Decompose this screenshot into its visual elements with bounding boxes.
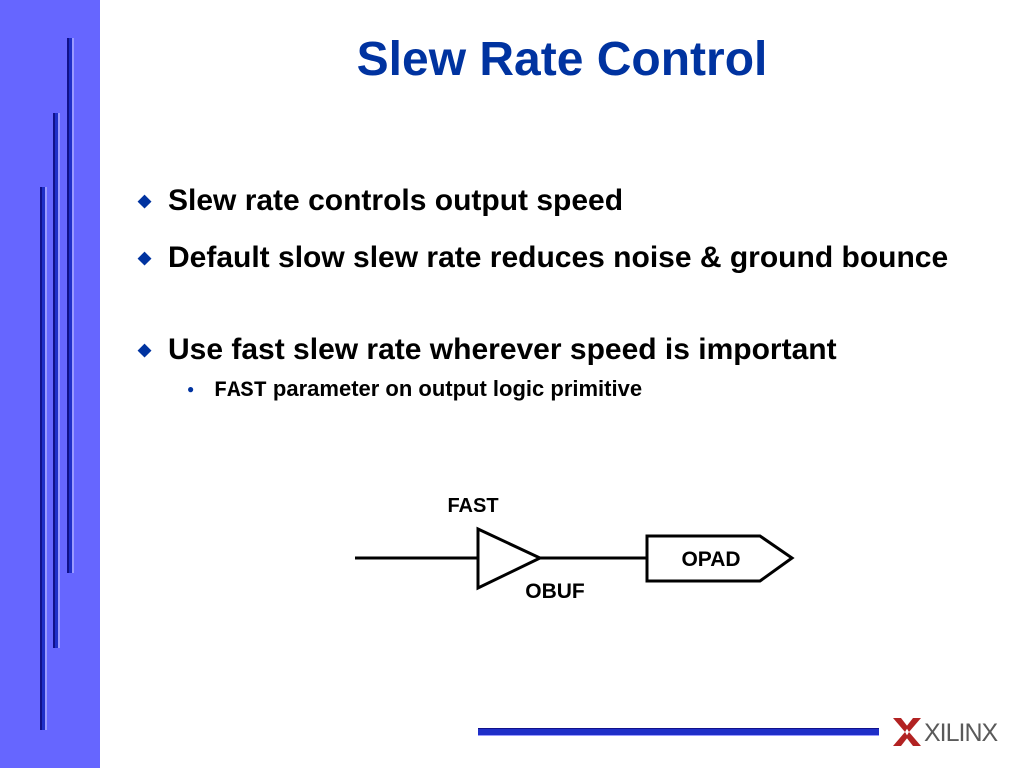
footer-divider [478,728,879,736]
slide-title: Slew Rate Control [356,33,768,86]
buffer-symbol [476,526,544,591]
diamond-bullet-icon: ◆ [138,191,152,210]
xilinx-logo-icon [893,718,921,746]
pad-label: OPAD [681,548,740,571]
bullet-text: Default slow slew rate reduces noise & g… [168,241,949,274]
output-pad-symbol [645,534,795,583]
code-keyword: FAST [214,378,267,403]
bullet-text: Use fast slew rate wherever speed is imp… [168,333,837,366]
bullet-item: ◆ Use fast slew rate wherever speed is i… [138,332,958,368]
bullet-text: Slew rate controls output speed [168,184,624,217]
buffer-attribute-label: FAST [447,495,498,517]
buffer-label: OBUF [525,580,585,603]
decorative-bar [40,187,47,730]
logo-text: XILINX [924,719,998,747]
sub-bullet-item: ● FAST parameter on output logic primiti… [187,375,914,405]
diamond-bullet-icon: ◆ [138,248,152,267]
sidebar-panel [0,0,100,768]
diamond-bullet-icon: ◆ [138,340,152,359]
sub-bullet-text: parameter on output logic primitive [266,376,643,401]
dot-bullet-icon: ● [187,382,195,396]
decorative-bar [67,38,74,573]
bullet-item: ◆ Slew rate controls output speed [138,183,958,219]
decorative-bar [53,113,60,648]
xilinx-logo: XILINX [890,712,1002,752]
bullet-item: ◆ Default slow slew rate reduces noise &… [138,240,958,276]
